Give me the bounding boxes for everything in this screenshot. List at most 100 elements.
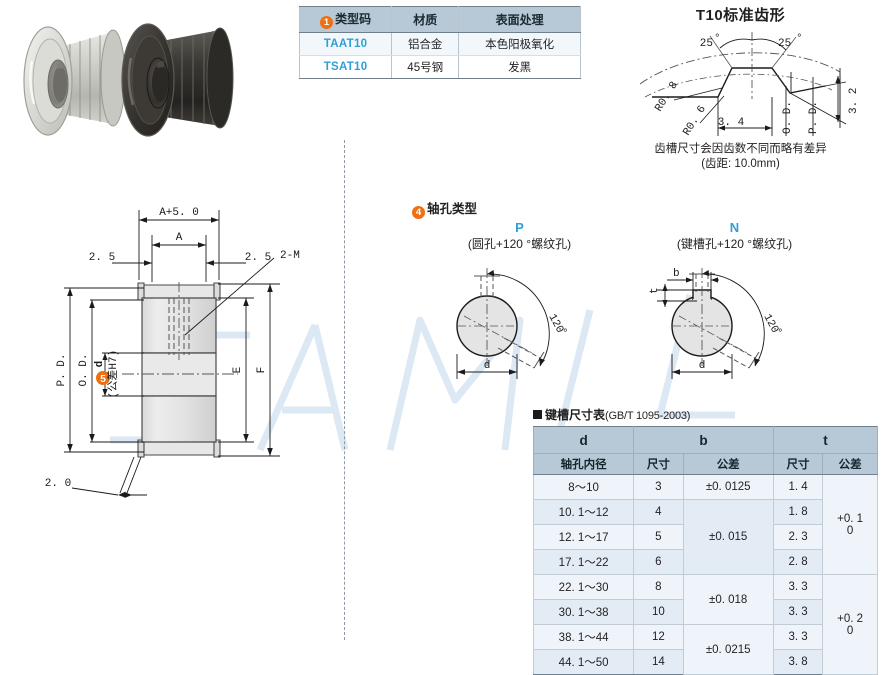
tooth-profile-title: T10标准齿形 — [695, 7, 786, 24]
label-d: d — [94, 361, 106, 368]
cell-t-size: 1. 8 — [772, 499, 824, 525]
table-row: TAAT10 铝合金 本色阳极氧化 — [298, 32, 581, 56]
cell-t-size: 3. 3 — [772, 599, 824, 625]
cell-b-tol: ±0. 018 — [682, 574, 774, 625]
label-e: E — [232, 366, 244, 373]
degree-left: ° — [714, 33, 721, 45]
section-divider — [344, 140, 345, 640]
cell-b-size: 3 — [633, 474, 684, 500]
keyway-t-label: t — [649, 287, 661, 294]
t-tol-line1: +0. 1 — [837, 512, 864, 525]
table-row: 12. 1～17 5 2. 3 — [532, 524, 878, 550]
degree-right: ° — [796, 33, 803, 45]
cell-d: 30. 1～38 — [532, 599, 635, 625]
keyway-standard-label: (GB/T 1095-2003) — [605, 410, 691, 422]
dim-flange-label: 2. 0 — [45, 478, 71, 490]
cell-finish: 本色阳极氧化 — [458, 32, 581, 56]
angle-right-label: 25 — [778, 38, 791, 50]
th-group-d: d — [532, 426, 635, 454]
cell-b-tol: ±0. 0215 — [682, 624, 774, 675]
bore-d-label-n: d — [699, 360, 706, 372]
dim-a-label: A — [176, 232, 183, 244]
dim-right-label: 2. 5 — [245, 252, 271, 264]
cell-type-code: TAAT10 — [298, 32, 393, 56]
label-tolerance: (公差H7) — [105, 350, 120, 398]
cell-t-tol: +0. 2 0 — [822, 574, 878, 675]
cell-b-size: 6 — [633, 549, 684, 575]
cell-b-size: 5 — [633, 524, 684, 550]
table-row: 22. 1～30 8 ±0. 018 3. 3 +0. 2 0 — [532, 574, 878, 675]
pd-label: P. D. — [808, 101, 820, 134]
th-group-b: b — [633, 426, 774, 454]
bore-type-p-code: P — [515, 220, 524, 235]
cell-b-size: 4 — [633, 499, 684, 525]
cell-b-size: 10 — [633, 599, 684, 625]
degree-p: ° — [562, 328, 569, 340]
cell-t-size: 1. 4 — [772, 474, 824, 500]
tooth-note-line1: 齿槽尺寸会因齿数不同而略有差异 — [654, 143, 827, 155]
bullet-square-icon — [533, 410, 542, 419]
bore-type-n-code: N — [729, 220, 740, 235]
tooth-width-label: 3. 4 — [718, 117, 745, 129]
bore-type-n-desc: (键槽孔+120 °螺纹孔) — [676, 237, 793, 251]
cell-d: 22. 1～30 — [532, 574, 635, 600]
table-row: 10. 1～12 4 ±0. 015 1. 8 — [532, 499, 878, 575]
bore-d-label-p: d — [484, 360, 491, 372]
cell-b-size: 8 — [633, 574, 684, 600]
t-tol-line2: 0 — [846, 524, 854, 537]
cell-b-tol: ±0. 015 — [682, 499, 774, 575]
bore-type-p-desc: (圆孔+120 °螺纹孔) — [467, 237, 572, 251]
label-pd: P. D. — [56, 353, 68, 386]
cell-material: 铝合金 — [391, 32, 460, 56]
table-row: 8～10 3 ±0. 0125 1. 4 +0. 1 0 — [532, 474, 878, 575]
th-sub-b-tol: 公差 — [682, 453, 774, 475]
callout-2m-label: 2-M — [280, 250, 300, 262]
cell-b-size: 12 — [633, 624, 684, 650]
th-sub-b-size: 尺寸 — [633, 453, 684, 475]
bore-type-n: N (键槽孔+120 °螺纹孔) — [627, 220, 842, 389]
cell-d: 38. 1～44 — [532, 624, 635, 650]
th-sub-t-size: 尺寸 — [772, 453, 824, 475]
cell-d: 44. 1～50 — [532, 649, 635, 675]
cell-t-size: 3. 3 — [772, 624, 824, 650]
tooth-height-label: 3. 2 — [848, 88, 860, 114]
th-material: 材质 — [391, 6, 460, 33]
cell-d: 17. 1～22 — [532, 549, 635, 575]
tooth-note-line2: (齿距: 10.0mm) — [701, 158, 780, 170]
th-surface-finish: 表面处理 — [458, 6, 581, 33]
badge-1: 1 — [320, 16, 334, 29]
th-sub-d: 轴孔内径 — [532, 453, 635, 475]
radius-inner-label: R0. 6 — [681, 104, 709, 138]
cell-type-code: TSAT10 — [298, 55, 393, 79]
od-label: O. D. — [782, 101, 794, 134]
cell-d: 10. 1～12 — [532, 499, 635, 525]
table-row: 17. 1～22 6 2. 8 — [532, 549, 878, 575]
bore-type-heading-label: 轴孔类型 — [427, 202, 478, 216]
cell-t-size: 2. 8 — [772, 549, 824, 575]
cell-material: 45号钢 — [391, 55, 460, 79]
cell-b-size: 14 — [633, 649, 684, 675]
tooth-profile-diagram: T10标准齿形 — [600, 2, 881, 172]
t-tol-line2: 0 — [846, 624, 854, 637]
badge-4: 4 — [412, 206, 425, 219]
cell-t-tol: +0. 1 0 — [822, 474, 878, 575]
label-f: F — [256, 367, 268, 374]
main-section-drawing: A+5. 0 A 2. 5 2. 5 2-M P. D. — [2, 190, 342, 520]
keyway-b-label: b — [673, 268, 680, 280]
product-photo — [8, 6, 290, 156]
badge-5-circle — [96, 371, 110, 385]
th-group-t: t — [772, 426, 879, 454]
keyway-dimension-table: 键槽尺寸表(GB/T 1095-2003) d b t 轴孔内径 尺寸 公差 尺… — [532, 406, 879, 675]
table-row: TSAT10 45号钢 发黑 — [298, 55, 581, 79]
angle-left-label: 25 — [700, 38, 713, 50]
table-row: 30. 1～38 10 3. 3 — [532, 599, 878, 625]
cell-t-size: 3. 8 — [772, 649, 824, 675]
cell-d: 12. 1～17 — [532, 524, 635, 550]
cell-b-tol: ±0. 0125 — [682, 474, 774, 500]
cell-t-size: 3. 3 — [772, 574, 824, 600]
th-type-code-label: 类型码 — [335, 12, 372, 26]
